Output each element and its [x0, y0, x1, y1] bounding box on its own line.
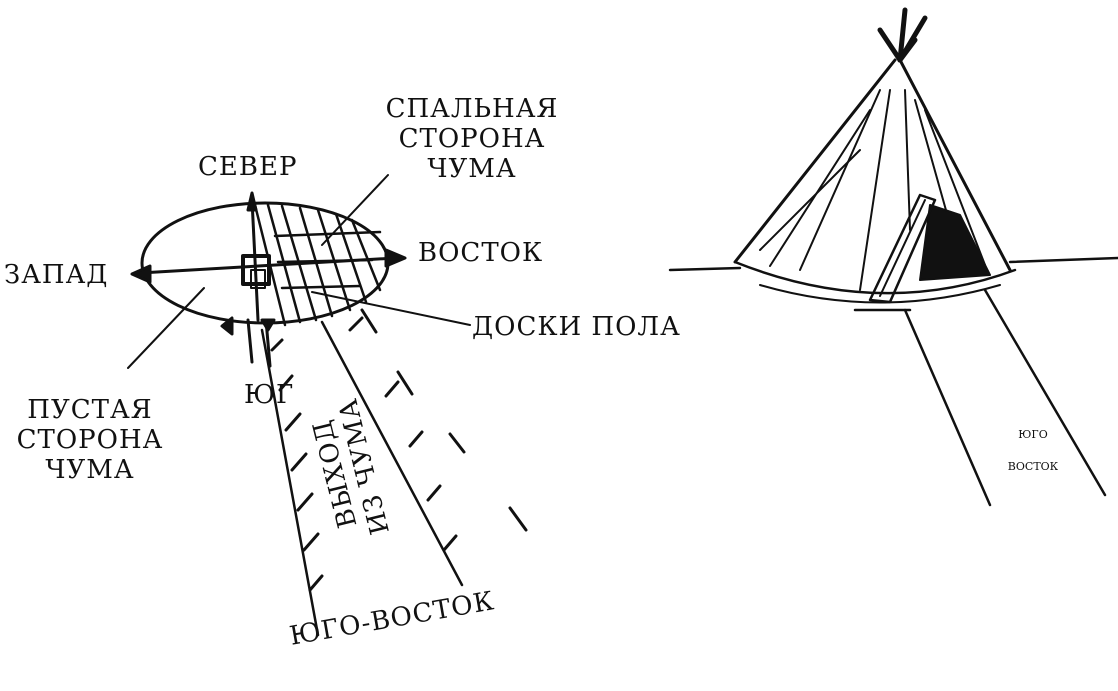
- floor-boards: [253, 203, 382, 327]
- label-south: ЮГ: [244, 380, 295, 410]
- sleeping-side-line-1: СПАЛЬНАЯ: [385, 94, 559, 124]
- empty-side-pointer: [127, 287, 205, 369]
- tent-right-side: [898, 58, 1012, 272]
- label-right-direction: ЮГО ВОСТОК: [988, 428, 1078, 474]
- plan-view: [127, 174, 528, 637]
- north-axis: [250, 198, 260, 322]
- direction-line-left: [903, 308, 992, 507]
- empty-side-line-3: ЧУМА: [45, 455, 135, 485]
- direction-line-right: [983, 288, 1107, 497]
- exit-path-left-edge: [260, 328, 320, 637]
- empty-side-line-2: СТОРОНА: [16, 425, 164, 455]
- south-marker-1: [220, 316, 234, 336]
- right-direction-line-1: ЮГО: [1018, 428, 1048, 441]
- label-west: ЗАПАД: [4, 260, 109, 290]
- door-strip: [868, 193, 937, 304]
- label-east: ВОСТОК: [418, 238, 544, 268]
- tent-left-side: [733, 58, 897, 264]
- tent-doorway: [919, 204, 991, 281]
- label-sleeping-side: СПАЛЬНАЯ СТОРОНА ЧУМА: [372, 94, 572, 184]
- right-direction-line-2: ВОСТОК: [1007, 460, 1059, 473]
- east-arrowhead: [384, 248, 407, 268]
- exit-path-right-edge: [320, 320, 464, 587]
- label-floor-boards: ДОСКИ ПОЛА: [472, 312, 681, 342]
- chum-tent-view: [668, 7, 1118, 507]
- floor-boards-pointer: [311, 291, 471, 326]
- west-arrowhead: [130, 264, 152, 284]
- hearth-inner: [250, 269, 266, 289]
- hearth-box: [241, 254, 271, 286]
- sleeping-side-pointer: [321, 174, 389, 246]
- sleeping-side-line-2: СТОРОНА: [398, 124, 546, 154]
- tent-base-shadow: [759, 284, 1001, 304]
- empty-side-line-1: ПУСТАЯ: [27, 395, 153, 425]
- tent-cover-lines: [759, 89, 986, 291]
- sleeping-side-line-3: ЧУМА: [427, 154, 517, 184]
- tent-poles-top: [877, 7, 928, 63]
- exit-path-hatching: [270, 316, 458, 592]
- label-north: СЕВЕР: [198, 152, 298, 182]
- label-empty-side: ПУСТАЯ СТОРОНА ЧУМА: [0, 395, 180, 485]
- ground-line: [668, 256, 1118, 272]
- outer-rays: [360, 308, 528, 532]
- tent-base: [733, 260, 1017, 295]
